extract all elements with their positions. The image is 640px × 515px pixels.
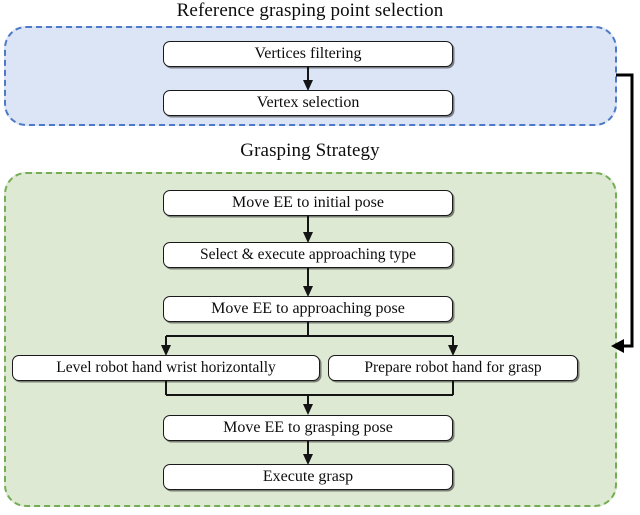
- node-level-robot-hand-wrist-horizontally[interactable]: Level robot hand wrist horizontally: [12, 355, 320, 381]
- node-vertices-filtering[interactable]: Vertices filtering: [163, 41, 453, 67]
- node-select-and-execute-approaching-type[interactable]: Select & execute approaching type: [163, 242, 453, 268]
- node-vertex-selection[interactable]: Vertex selection: [163, 90, 453, 116]
- node-move-ee-to-approaching-pose[interactable]: Move EE to approaching pose: [163, 296, 453, 322]
- node-execute-grasp[interactable]: Execute grasp: [163, 464, 453, 490]
- node-move-ee-to-grasping-pose[interactable]: Move EE to grasping pose: [163, 415, 453, 441]
- section-title-grasping-strategy: Grasping Strategy: [240, 140, 380, 161]
- panel-grasping-strategy: [4, 172, 617, 507]
- section-title-reference: Reference grasping point selection: [176, 0, 444, 21]
- node-prepare-robot-hand-for-grasp[interactable]: Prepare robot hand for grasp: [328, 355, 578, 381]
- node-move-ee-to-initial-pose[interactable]: Move EE to initial pose: [163, 190, 453, 216]
